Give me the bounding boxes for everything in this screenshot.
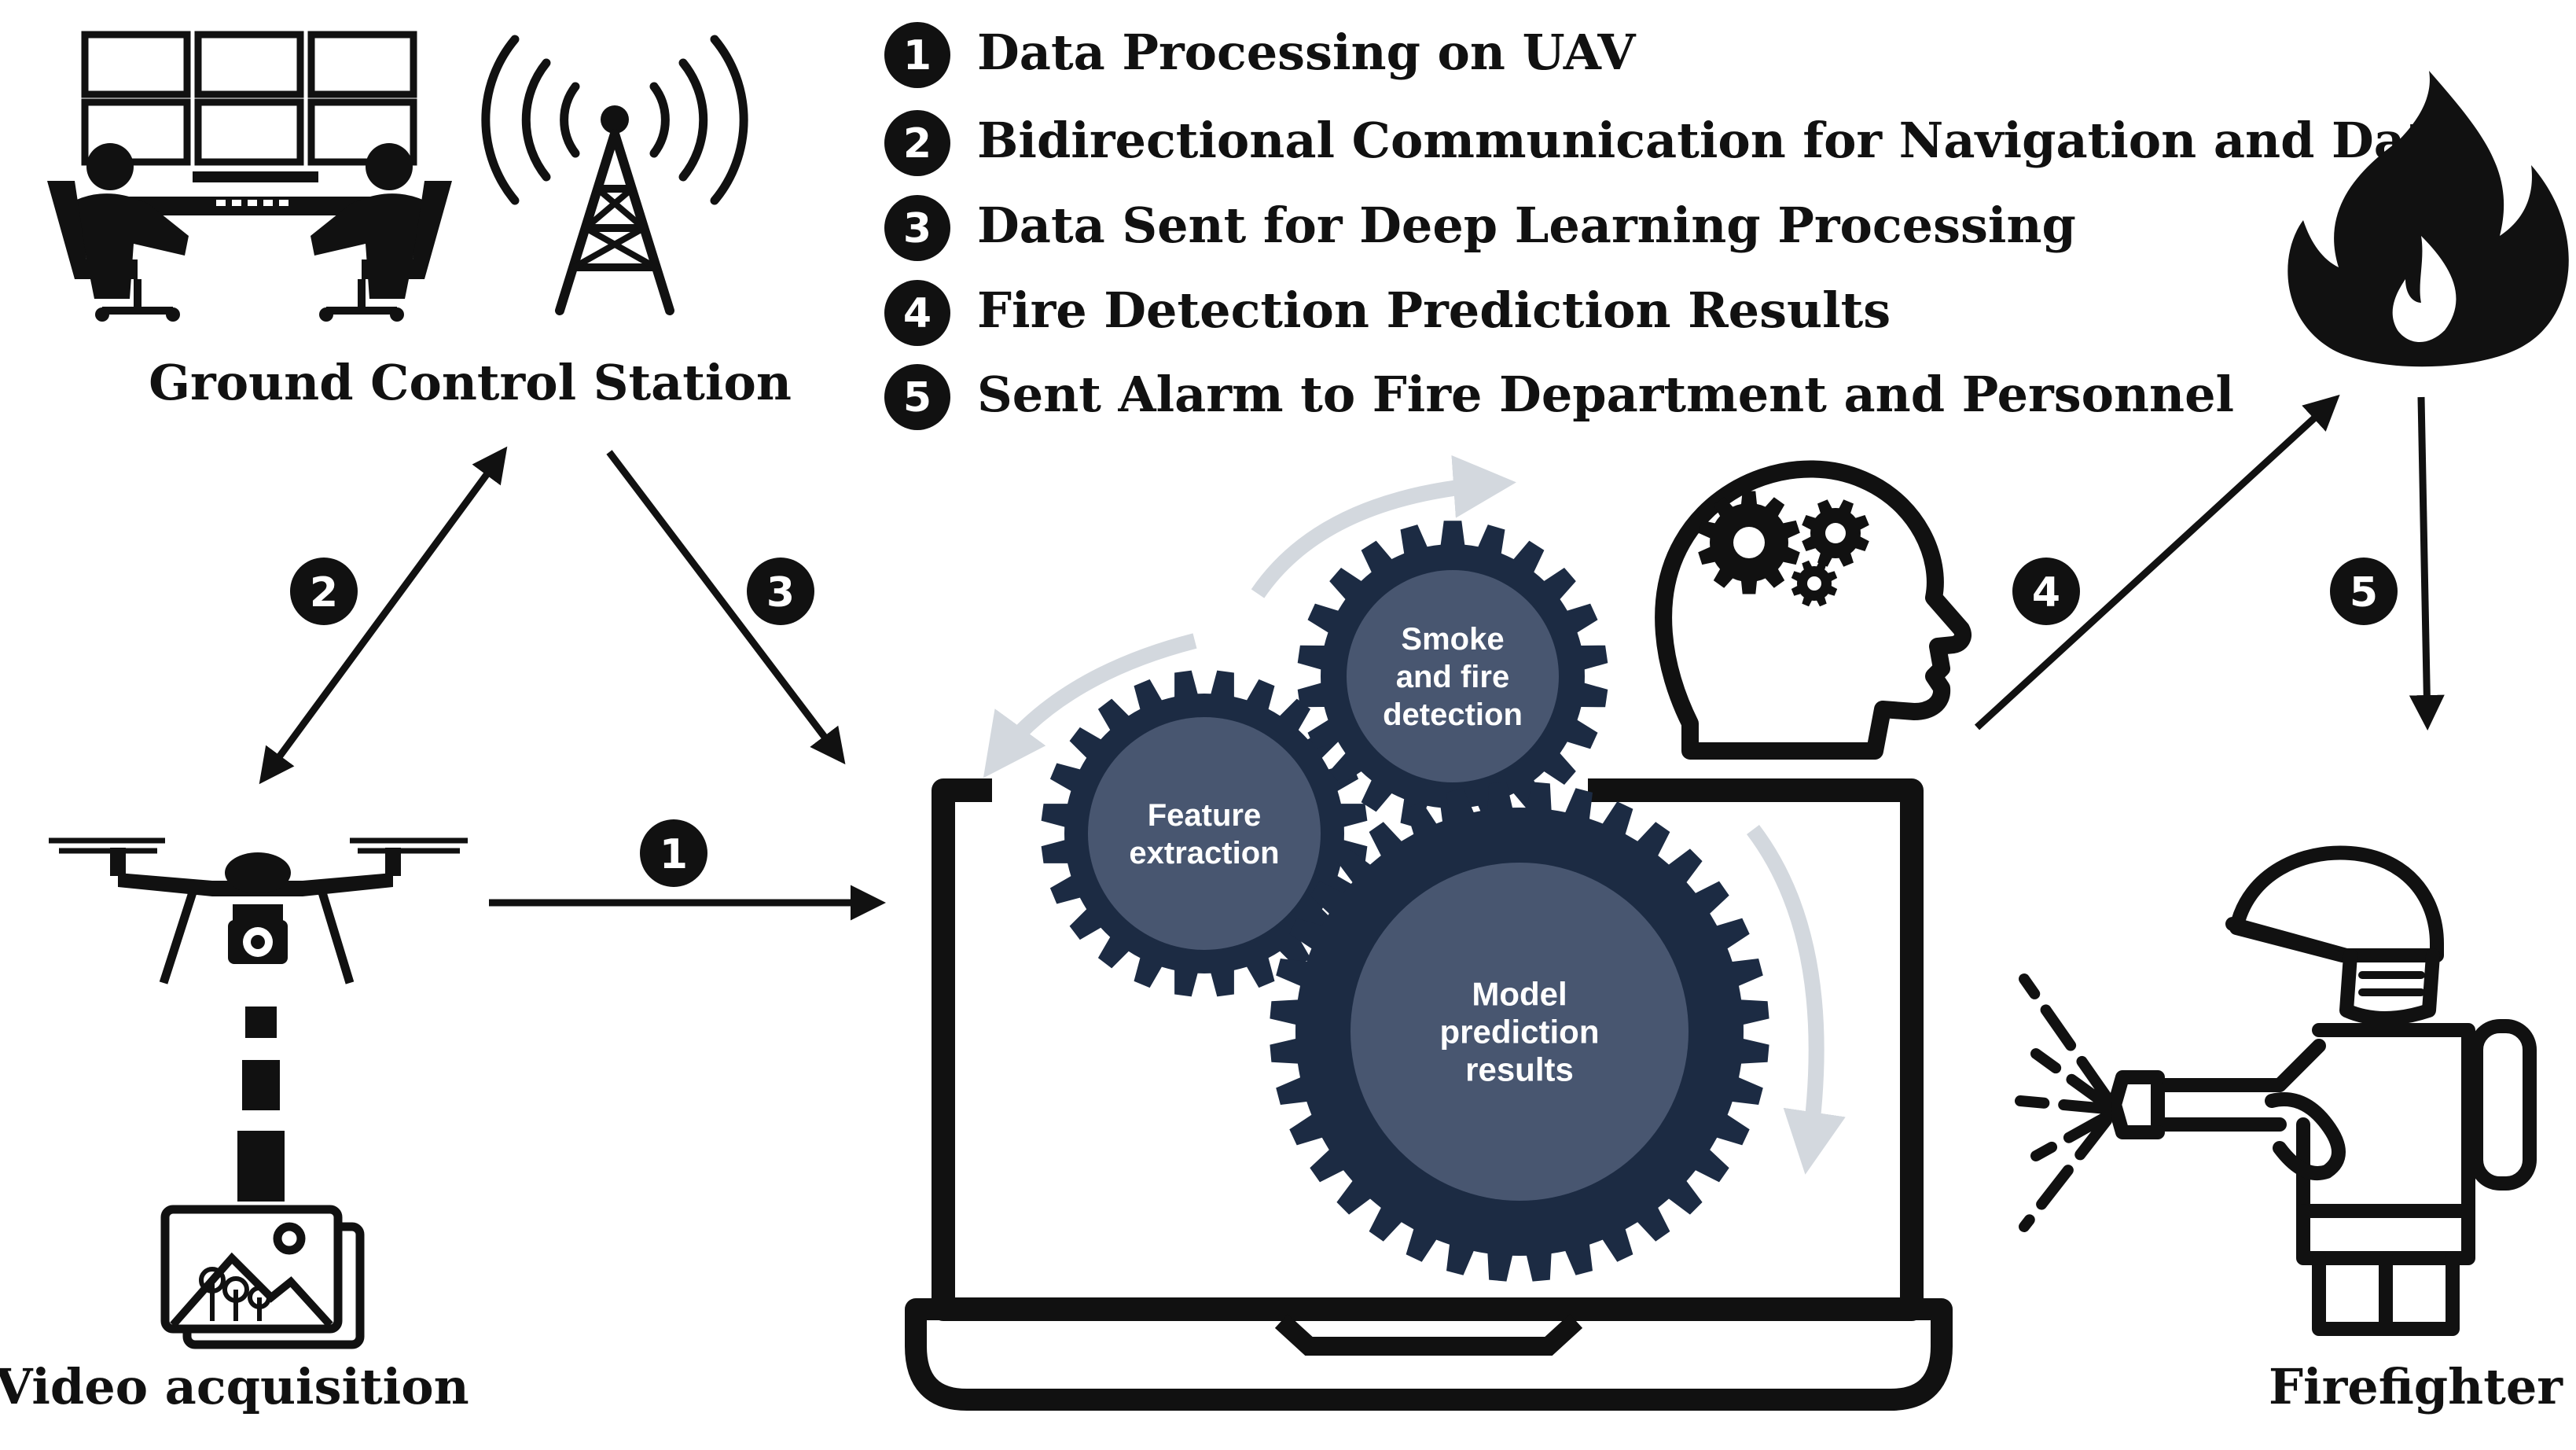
firefighter-label: Firefighter — [2269, 1358, 2563, 1415]
fire-icon — [2288, 71, 2569, 367]
gear-label: detection — [1383, 697, 1523, 732]
legend-text: Data Processing on UAV — [977, 24, 1636, 81]
arrow-3 — [606, 450, 846, 765]
cycle-arrows — [983, 455, 1846, 1175]
legend-number: 1 — [903, 32, 932, 79]
video-acquisition-label: Video acquisition — [0, 1358, 469, 1415]
svg-text:4: 4 — [2032, 569, 2060, 616]
photo-icon — [160, 1205, 365, 1349]
svg-text:3: 3 — [766, 569, 795, 616]
arrow-badge: 5 — [2330, 558, 2398, 625]
laptop-icon — [905, 778, 1953, 1411]
gear-hole — [1733, 527, 1765, 558]
arrow-badge: 2 — [290, 558, 358, 625]
arrow-4 — [1974, 394, 2340, 731]
svg-text:5: 5 — [2350, 569, 2378, 616]
legend: 1 Data Processing on UAV 2 Bidirectional… — [884, 22, 2460, 430]
control-room-icon — [47, 31, 452, 322]
legend-item: 2 Bidirectional Communication for Naviga… — [884, 110, 2460, 176]
gear-label: Smoke — [1401, 622, 1504, 657]
gear-hub — [1347, 570, 1559, 782]
arrows — [259, 394, 2445, 921]
legend-text: Fire Detection Prediction Results — [977, 282, 1891, 339]
gear-hole — [1807, 576, 1821, 591]
arrow-2 — [259, 446, 508, 785]
gear-hole — [1825, 523, 1846, 543]
legend-number: 5 — [903, 374, 932, 421]
gear-label: and fire — [1396, 660, 1509, 694]
legend-text: Sent Alarm to Fire Department and Person… — [977, 366, 2234, 423]
legend-item: 3 Data Sent for Deep Learning Processing — [884, 195, 2076, 261]
ground-control-label: Ground Control Station — [149, 354, 792, 411]
arrow-badge: 3 — [747, 558, 814, 625]
gear-hub — [1088, 717, 1321, 950]
gear-label: Model — [1472, 976, 1567, 1013]
gear-hub — [1350, 863, 1689, 1201]
gear-label: Feature — [1148, 798, 1262, 833]
arrow-badge: 1 — [640, 819, 707, 887]
arrow-badge: 4 — [2012, 558, 2080, 625]
legend-item: 5 Sent Alarm to Fire Department and Pers… — [884, 364, 2234, 430]
legend-text: Bidirectional Communication for Navigati… — [977, 112, 2460, 169]
gear-label: extraction — [1129, 836, 1279, 870]
legend-text: Data Sent for Deep Learning Processing — [977, 197, 2076, 254]
arrow-5 — [2409, 396, 2445, 731]
legend-item: 4 Fire Detection Prediction Results — [884, 280, 1891, 346]
gear-label: prediction — [1439, 1014, 1599, 1051]
firefighter-icon — [2015, 845, 2537, 1336]
drone-icon — [49, 837, 468, 984]
legend-item: 1 Data Processing on UAV — [884, 22, 1636, 88]
brain-gears-icon — [1655, 460, 1972, 760]
svg-text:1: 1 — [660, 831, 688, 878]
legend-number: 4 — [903, 290, 932, 337]
gear-label: results — [1465, 1051, 1574, 1088]
video-feed-link — [237, 1007, 285, 1202]
svg-text:2: 2 — [310, 569, 338, 616]
legend-number: 2 — [903, 120, 932, 167]
radio-tower-icon — [481, 35, 748, 315]
legend-number: 3 — [903, 205, 932, 252]
